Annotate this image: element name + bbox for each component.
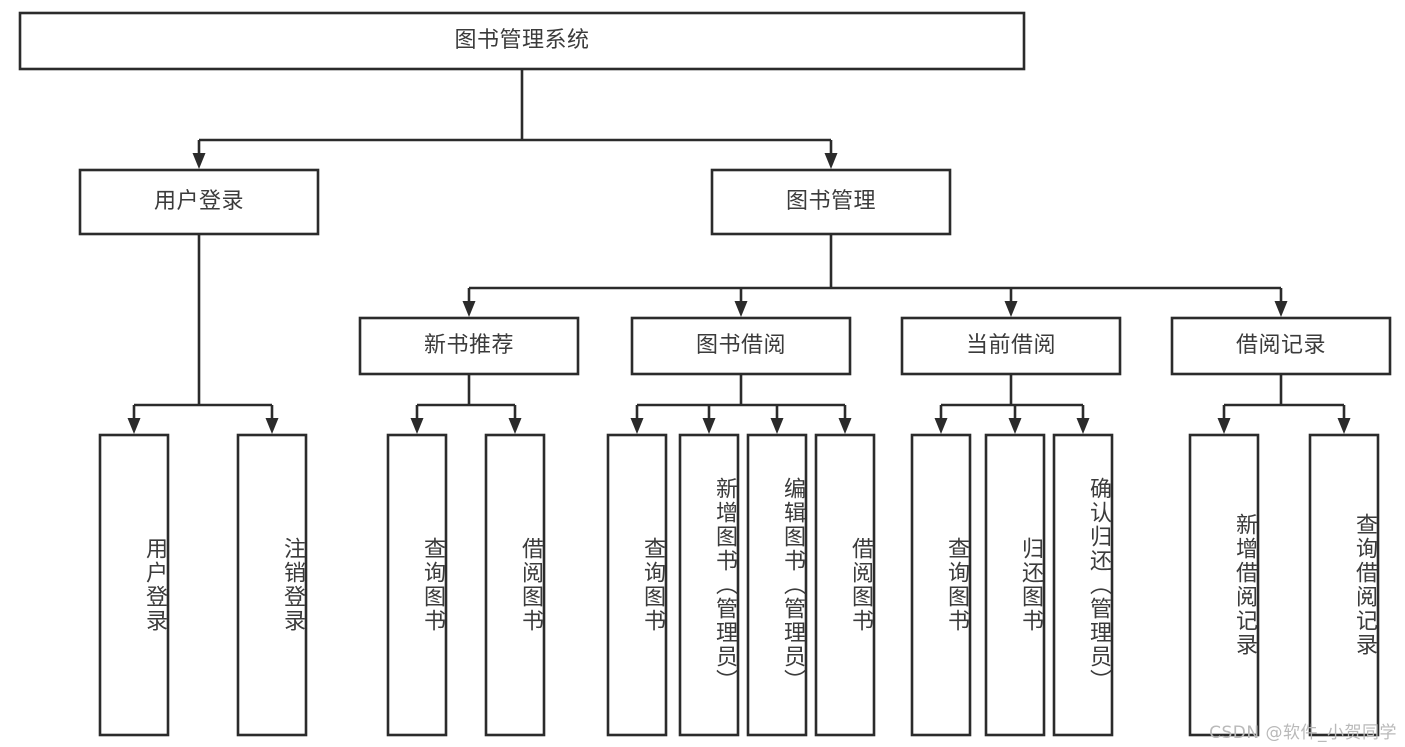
node-l3-query-book-b-box[interactable] (606, 433, 668, 737)
node-l3-add-book-box[interactable] (678, 433, 740, 737)
node-l3-return-book[interactable] (986, 435, 1044, 735)
node-l1-book-mgmt[interactable] (712, 170, 950, 234)
node-l3-edit-book-box[interactable] (746, 433, 808, 737)
node-l2-book-borrow[interactable] (632, 318, 850, 374)
node-l2-book-borrow-box[interactable] (630, 316, 852, 376)
node-l3-query-book-c[interactable] (912, 435, 970, 735)
node-l3-return-book-box[interactable] (984, 433, 1046, 737)
node-l3-borrow-book-b-box[interactable] (814, 433, 876, 737)
node-root-box[interactable] (18, 11, 1026, 71)
node-l3-add-book[interactable] (680, 435, 738, 735)
node-l3-add-record-box[interactable] (1188, 433, 1260, 737)
node-l3-add-record[interactable] (1190, 435, 1258, 735)
node-l3-user-login-box[interactable] (98, 433, 170, 737)
connector-layer (127, 69, 1351, 434)
node-l3-logout-box[interactable] (236, 433, 308, 737)
node-l3-query-book-a-box[interactable] (386, 433, 448, 737)
node-l1-book-mgmt-box[interactable] (710, 168, 952, 236)
node-l3-confirm-return[interactable] (1054, 435, 1112, 735)
node-l2-current-borrow[interactable] (902, 318, 1120, 374)
node-l3-borrow-book-a-box[interactable] (484, 433, 546, 737)
node-l2-new-book-rec-box[interactable] (358, 316, 580, 376)
node-l1-user-login-box[interactable] (78, 168, 320, 236)
node-l3-query-record[interactable] (1310, 435, 1378, 735)
node-root[interactable] (20, 13, 1024, 69)
node-box-layer (18, 11, 1392, 737)
node-l3-borrow-book-a[interactable] (486, 435, 544, 735)
node-l3-query-book-b[interactable] (608, 435, 666, 735)
node-l3-user-login[interactable] (100, 435, 168, 735)
node-l3-edit-book[interactable] (748, 435, 806, 735)
node-l3-borrow-book-b[interactable] (816, 435, 874, 735)
node-l2-current-borrow-box[interactable] (900, 316, 1122, 376)
node-l3-confirm-return-box[interactable] (1052, 433, 1114, 737)
node-l3-logout[interactable] (238, 435, 306, 735)
node-l2-borrow-record[interactable] (1172, 318, 1390, 374)
node-l1-user-login[interactable] (80, 170, 318, 234)
node-l3-query-book-a[interactable] (388, 435, 446, 735)
node-l2-borrow-record-box[interactable] (1170, 316, 1392, 376)
node-l3-query-record-box[interactable] (1308, 433, 1380, 737)
node-l2-new-book-rec[interactable] (360, 318, 578, 374)
node-l3-query-book-c-box[interactable] (910, 433, 972, 737)
